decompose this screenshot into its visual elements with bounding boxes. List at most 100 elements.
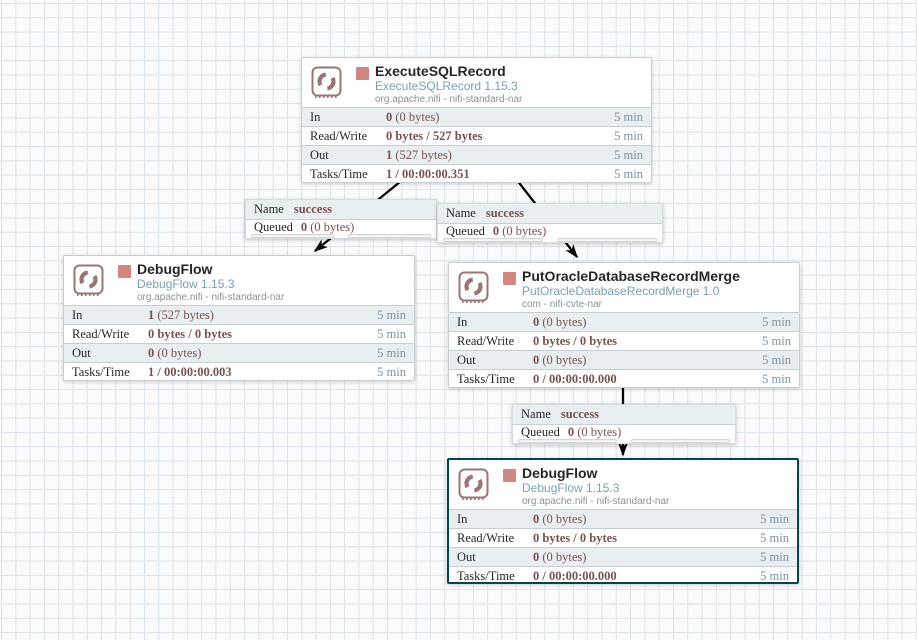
stat-value: 0 bytes / 527 bytes <box>386 129 483 143</box>
processor-stats: In 0 (0 bytes) 5 min Read/Write 0 bytes … <box>449 509 797 585</box>
stat-window: 5 min <box>614 167 643 181</box>
run-status-stopped-icon <box>118 265 131 278</box>
connection-name-key: Name <box>254 202 284 216</box>
processor-type-version: DebugFlow 1.15.3 <box>137 277 235 291</box>
connection-relationship: success <box>485 206 525 220</box>
connection-queued-row: Queued 0 (0 bytes) <box>438 224 662 243</box>
stat-window: 5 min <box>614 129 643 143</box>
stat-value-rest: (0 bytes) <box>539 512 587 526</box>
stat-row-out: Out 1 (527 bytes) 5 min <box>302 145 651 164</box>
connection-queued-count: 0 <box>567 425 575 439</box>
processor-type-version: DebugFlow 1.15.3 <box>522 481 620 495</box>
stat-label: Out <box>457 550 476 564</box>
stat-value-rest: (0 bytes) <box>539 353 587 367</box>
stat-row-tasks: Tasks/Time 1 / 00:00:00.003 5 min <box>64 362 414 381</box>
processor-title: ExecuteSQLRecord <box>375 63 506 79</box>
stat-window: 5 min <box>762 334 791 348</box>
connection-name-row: Name success <box>513 405 735 425</box>
processor-stamp-icon <box>458 271 489 303</box>
stat-window: 5 min <box>377 365 406 379</box>
processor-stats: In 0 (0 bytes) 5 min Read/Write 0 bytes … <box>302 107 651 183</box>
stat-label: Tasks/Time <box>457 372 515 386</box>
stat-label: In <box>72 308 83 322</box>
stat-row-readwrite: Read/Write 0 bytes / 0 bytes 5 min <box>449 528 797 547</box>
stat-row-in: In 0 (0 bytes) 5 min <box>449 509 797 528</box>
stat-row-tasks: Tasks/Time 0 / 00:00:00.000 5 min <box>449 566 797 585</box>
stat-value: 0 bytes / 0 bytes <box>533 334 618 348</box>
stat-window: 5 min <box>377 346 406 360</box>
connection-queued-row: Queued 0 (0 bytes) <box>513 425 735 444</box>
processor-header: ExecuteSQLRecord ExecuteSQLRecord 1.15.3… <box>302 58 651 107</box>
processor-putoracledatabaserecordmerge[interactable]: PutOracleDatabaseRecordMerge PutOracleDa… <box>448 262 800 388</box>
stat-label: Tasks/Time <box>310 167 368 181</box>
connection-label-success-right[interactable]: Name success Queued 0 (0 bytes) <box>437 203 663 243</box>
stat-value: 0 bytes / 0 bytes <box>533 531 618 545</box>
stat-value: 0 <box>533 315 540 329</box>
stat-value-rest: (527 bytes) <box>392 148 452 162</box>
connection-name-key: Name <box>521 407 551 421</box>
run-status-stopped-icon <box>356 67 369 80</box>
stat-window: 5 min <box>762 315 791 329</box>
processor-type-version: PutOracleDatabaseRecordMerge 1.0 <box>522 284 720 298</box>
stat-row-readwrite: Read/Write 0 bytes / 527 bytes 5 min <box>302 126 651 145</box>
stat-window: 5 min <box>614 110 643 124</box>
stat-window: 5 min <box>762 372 791 386</box>
stat-value: 0 <box>386 110 393 124</box>
connection-relationship: success <box>293 202 333 216</box>
processor-header: DebugFlow DebugFlow 1.15.3 org.apache.ni… <box>449 460 797 509</box>
stat-label: In <box>310 110 321 124</box>
processor-title: DebugFlow <box>137 261 213 277</box>
stat-label: Out <box>72 346 91 360</box>
stat-row-readwrite: Read/Write 0 bytes / 0 bytes 5 min <box>449 331 799 350</box>
stat-window: 5 min <box>377 308 406 322</box>
stat-value: 0 / 00:00:00.000 <box>533 569 617 583</box>
connection-name-row: Name success <box>246 200 436 220</box>
processor-type-version: ExecuteSQLRecord 1.15.3 <box>375 79 518 93</box>
processor-debugflow-bottom-selected[interactable]: DebugFlow DebugFlow 1.15.3 org.apache.ni… <box>447 458 799 584</box>
connection-queued-count: 0 <box>492 224 500 238</box>
stat-window: 5 min <box>760 569 789 583</box>
stat-value-rest: (0 bytes) <box>539 550 587 564</box>
processor-executesqlrecord[interactable]: ExecuteSQLRecord ExecuteSQLRecord 1.15.3… <box>301 57 652 183</box>
stat-label: Read/Write <box>310 129 368 143</box>
stat-value: 1 / 00:00:00.003 <box>148 365 232 379</box>
processor-header: PutOracleDatabaseRecordMerge PutOracleDa… <box>449 263 799 312</box>
processor-stats: In 1 (527 bytes) 5 min Read/Write 0 byte… <box>64 305 414 381</box>
stat-value: 1 <box>386 148 393 162</box>
connection-queued-count: 0 <box>300 220 308 234</box>
connection-queued-size: (0 bytes) <box>499 224 547 238</box>
stat-window: 5 min <box>377 327 406 341</box>
stat-row-in: In 0 (0 bytes) 5 min <box>302 107 651 126</box>
stat-row-tasks: Tasks/Time 0 / 00:00:00.000 5 min <box>449 369 799 388</box>
run-status-stopped-icon <box>503 272 516 285</box>
stat-value: 0 bytes / 0 bytes <box>148 327 233 341</box>
stat-window: 5 min <box>760 512 789 526</box>
stat-row-out: Out 0 (0 bytes) 5 min <box>449 547 797 566</box>
connection-queued-size: (0 bytes) <box>574 425 622 439</box>
processor-bundle: org.apache.nifi - nifi-standard-nar <box>522 496 670 507</box>
processor-header: DebugFlow DebugFlow 1.15.3 org.apache.ni… <box>64 256 414 305</box>
stat-value-rest: (527 bytes) <box>154 308 214 322</box>
stat-value-rest: (0 bytes) <box>392 110 440 124</box>
processor-stamp-icon <box>311 66 342 98</box>
stat-window: 5 min <box>614 148 643 162</box>
stat-value: 0 <box>533 512 540 526</box>
stat-label: Out <box>310 148 329 162</box>
stat-value: 0 <box>533 550 540 564</box>
stat-row-out: Out 0 (0 bytes) 5 min <box>64 343 414 362</box>
stat-row-readwrite: Read/Write 0 bytes / 0 bytes 5 min <box>64 324 414 343</box>
connection-queued-key: Queued <box>446 224 485 238</box>
connection-label-success-bottom[interactable]: Name success Queued 0 (0 bytes) <box>512 404 736 444</box>
stat-label: Read/Write <box>457 334 515 348</box>
processor-debugflow-left[interactable]: DebugFlow DebugFlow 1.15.3 org.apache.ni… <box>63 255 415 381</box>
connection-queued-key: Queued <box>521 425 560 439</box>
connection-label-success-left[interactable]: Name success Queued 0 (0 bytes) <box>245 199 437 239</box>
connection-name-row: Name success <box>438 204 662 224</box>
stat-value: 1 / 00:00:00.351 <box>386 167 470 181</box>
stat-window: 5 min <box>760 531 789 545</box>
processor-bundle: org.apache.nifi - nifi-standard-nar <box>375 94 523 105</box>
stat-value: 0 <box>533 353 540 367</box>
stat-label: In <box>457 512 468 526</box>
stat-row-out: Out 0 (0 bytes) 5 min <box>449 350 799 369</box>
